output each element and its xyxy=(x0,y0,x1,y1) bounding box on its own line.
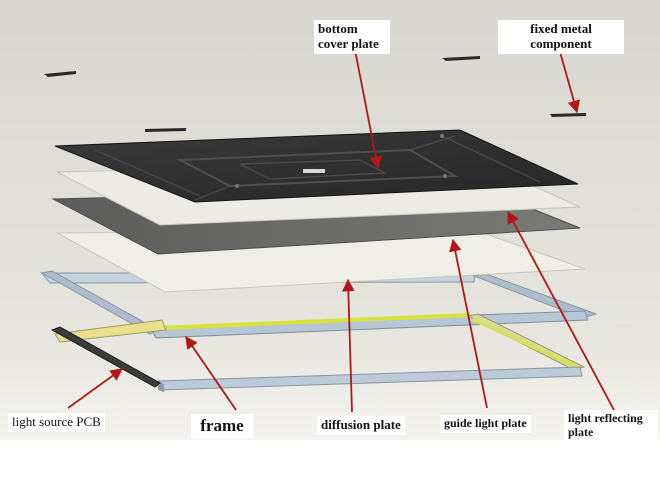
arrow-frame xyxy=(185,335,237,411)
label-guide-light-plate: guide light plate xyxy=(440,415,531,433)
arrow-guide-light-plate xyxy=(449,238,488,409)
arrows xyxy=(67,49,615,413)
label-light-reflecting-plate: light reflecting plate xyxy=(564,410,658,442)
label-light-source-pcb: light source PCB xyxy=(8,413,105,432)
frame-front xyxy=(54,313,586,392)
fixed-metal-brackets xyxy=(44,56,586,132)
label-bottom-cover-plate: bottom cover plate xyxy=(314,20,390,54)
bottom-margin xyxy=(0,440,660,495)
arrow-light-reflecting-plate xyxy=(507,210,615,411)
arrow-bottom-cover-plate xyxy=(354,49,383,170)
label-frame: frame xyxy=(191,414,253,438)
label-diffusion-plate: diffusion plate xyxy=(317,416,405,435)
arrow-diffusion-plate xyxy=(342,278,355,413)
faint-mark: . . . . xyxy=(618,321,632,328)
label-fixed-metal-component: fixed metal component xyxy=(498,20,624,54)
light-source-pcb xyxy=(50,326,161,388)
bottom-cover-plate xyxy=(54,129,579,203)
arrow-fixed-metal-component xyxy=(559,51,580,114)
arrow-light-source-pcb xyxy=(67,368,124,409)
